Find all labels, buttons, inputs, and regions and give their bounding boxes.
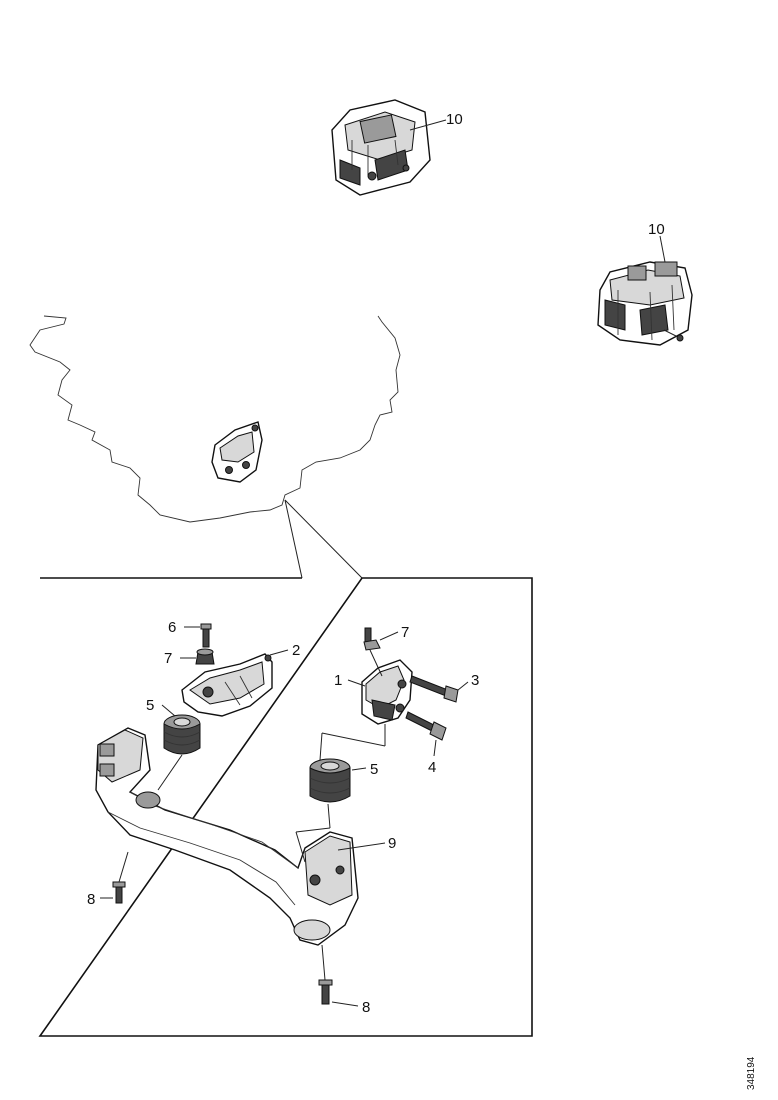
callout-4: 4 (428, 759, 436, 776)
engine-side-bracket (211, 421, 263, 483)
callout-3: 3 (471, 672, 479, 689)
mount-bracket-2 (181, 653, 273, 717)
document-id: 348194 (746, 1056, 757, 1090)
mount-bracket-1 (361, 659, 413, 725)
callout-5-right: 5 (370, 761, 378, 778)
callout-2: 2 (292, 642, 300, 659)
bolt-4 (405, 711, 447, 741)
callout-8-bottom: 8 (362, 999, 370, 1016)
callout-1: 1 (334, 672, 342, 689)
bolt-6 (200, 623, 212, 648)
callout-6: 6 (168, 619, 176, 636)
rubber-mount-right (309, 758, 351, 803)
callout-10-side: 10 (648, 221, 665, 238)
engine-outline (29, 315, 401, 523)
bolt-3 (409, 675, 459, 703)
control-module-right (597, 261, 693, 346)
callout-10-upper: 10 (446, 111, 463, 128)
bolt-8-bottom (318, 979, 333, 1005)
callout-8-left: 8 (87, 891, 95, 908)
control-module-upper (331, 99, 431, 196)
nut-7-right (363, 627, 381, 651)
callout-9: 9 (388, 835, 396, 852)
nut-7-left (195, 648, 215, 665)
crossmember (95, 727, 359, 946)
bolt-8-left (112, 881, 126, 904)
callout-7-left: 7 (164, 650, 172, 667)
callout-5-left: 5 (146, 697, 154, 714)
detail-frame (38, 577, 533, 1037)
callout-7-right: 7 (401, 624, 409, 641)
rubber-mount-left (163, 714, 201, 755)
